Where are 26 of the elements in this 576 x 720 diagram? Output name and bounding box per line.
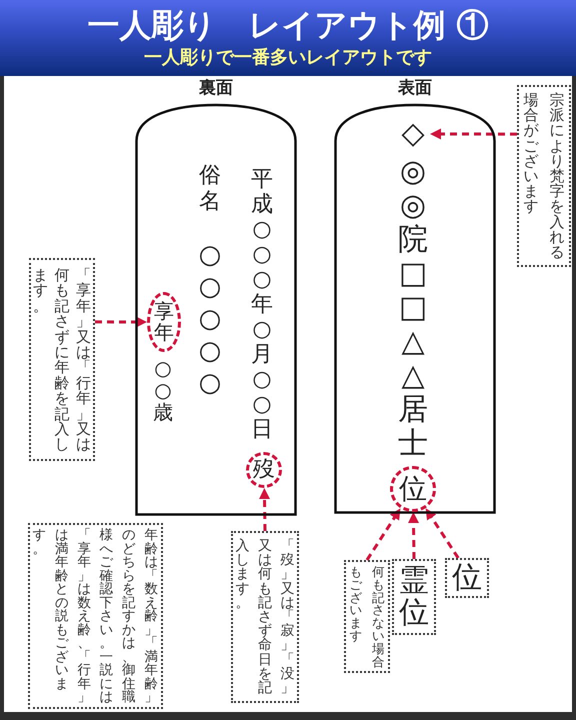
inscription-text: ○○○○○ (198, 239, 222, 399)
note-callout: 何も記さない場合もございます (344, 560, 390, 673)
circled-inscription: 歿 (246, 452, 282, 488)
note-callout: 「歿」又は「寂」「没」又は何も記さず命日を記入します。 (231, 531, 299, 703)
alternative-inscription: 霊位 (392, 559, 436, 635)
note-callout: 宗派により梵字を入れる場合がございます (517, 85, 571, 267)
subtitle: 一人彫りで一番多いレイアウトです (144, 46, 432, 69)
alternative-inscription: 位 (445, 558, 489, 598)
dashed-arrow (95, 316, 147, 328)
note-callout: 年齢は「数え齢」「満年齢」のどちらを記すかは、御住職様へご確認下さい。一説には「享年」は数え齢、「行年」は満年齢との説もございます。 (28, 523, 163, 709)
tablet-heading: 裏面 (199, 78, 233, 98)
inscription-text: 平成○○○年○月○○日 (250, 167, 274, 442)
title: 一人彫り レイアウト例 ① (87, 6, 489, 44)
dashed-arrow (259, 488, 270, 532)
dashed-arrow (426, 508, 460, 559)
inscription-text: ○○歳 (152, 357, 174, 423)
dashed-arrow (430, 128, 517, 140)
inscription-symbol: ◇ (396, 116, 430, 152)
tablet-heading: 表面 (398, 78, 432, 98)
circled-inscription: 位 (390, 466, 436, 512)
dashed-arrow (366, 508, 400, 561)
circled-inscription: 享年 (147, 292, 181, 352)
inscription-text: ◎◎院□□△△居士 (397, 155, 429, 461)
dashed-arrow (408, 512, 419, 560)
note-callout: 「享年」又は「行年」又は何も記さずに年齢を記入します。 (29, 258, 95, 461)
inscription-text: 俗名 (198, 163, 222, 215)
